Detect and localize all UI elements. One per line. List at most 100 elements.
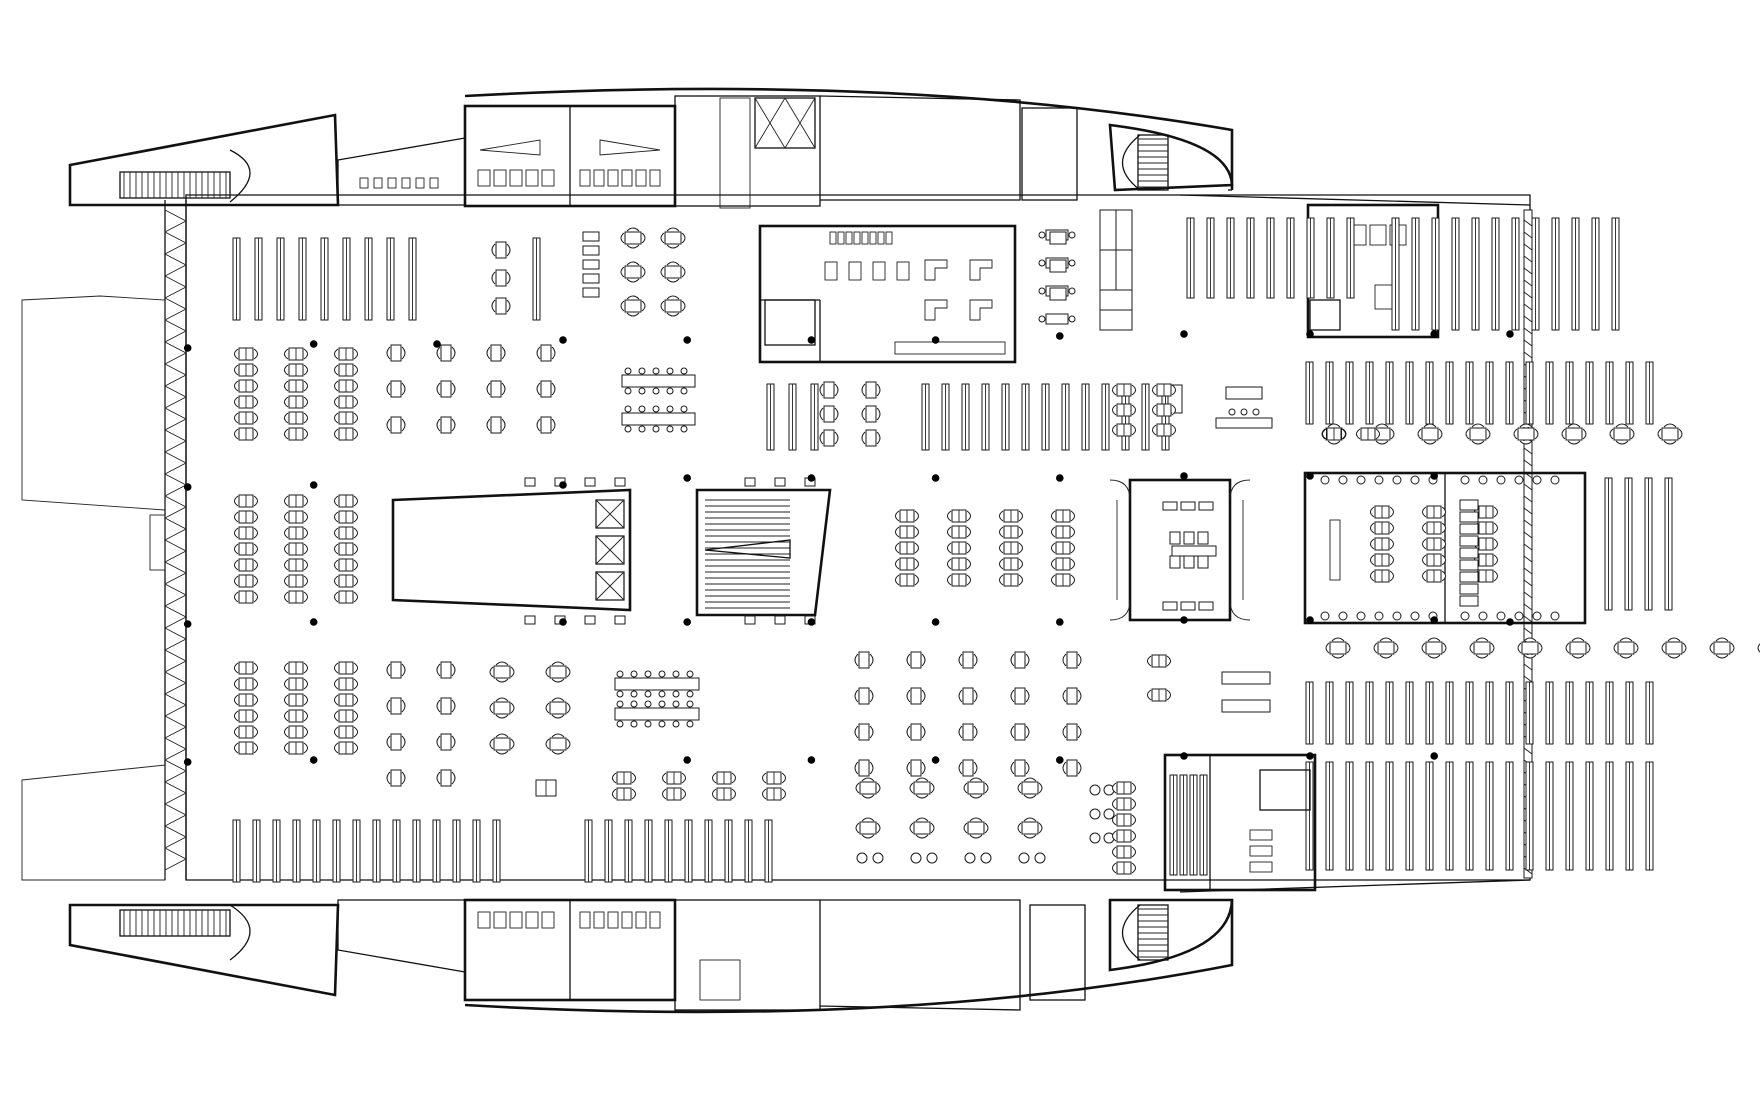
shelf-range [1266, 217, 1275, 299]
carrel-pair [947, 541, 971, 555]
chair-e [510, 738, 515, 750]
chair-left [819, 431, 824, 445]
chair [680, 425, 688, 433]
carrel-pair [1422, 569, 1446, 583]
chair-s [666, 278, 680, 283]
column [559, 618, 567, 626]
shelf-range [1405, 361, 1414, 425]
shelf-block [1115, 209, 1133, 251]
lounge-seat [1103, 808, 1115, 820]
carrel-pair [334, 379, 358, 393]
long-table [614, 707, 700, 721]
chair [1532, 611, 1542, 621]
carrel-pair [1112, 829, 1136, 843]
shelf-range [1411, 217, 1420, 331]
chair-right [253, 726, 258, 738]
east-mullion [1523, 351, 1533, 359]
chair-right [914, 558, 919, 570]
chair-left [486, 382, 491, 396]
lounge-chair [964, 852, 976, 864]
chair-left [334, 495, 339, 507]
chair-e [1490, 642, 1495, 654]
chair-right [551, 346, 556, 360]
chair-right [253, 495, 258, 507]
east-mullion [1523, 267, 1533, 275]
shelf-range [1485, 681, 1494, 745]
workstation [1369, 224, 1387, 246]
toilet-stall [525, 911, 539, 929]
chair-e [984, 782, 989, 794]
carrel-pair [999, 573, 1023, 587]
east-mullion [1523, 519, 1533, 527]
south-office-suite [1163, 753, 1317, 892]
chair-left [284, 543, 289, 555]
shelf-range [1365, 361, 1374, 425]
south-service-core [68, 898, 1234, 1011]
table-top [440, 344, 452, 362]
chair-right [1025, 725, 1030, 739]
lounge-seat [926, 852, 938, 864]
chair-left [1422, 554, 1427, 566]
column [559, 336, 567, 344]
chair-right [1389, 554, 1394, 566]
chair [1320, 475, 1330, 485]
chair [1460, 475, 1470, 485]
east-mullion [1523, 303, 1533, 311]
carrel-pair [947, 573, 971, 587]
table-top [440, 416, 452, 434]
carrel-pair [284, 411, 308, 425]
chair-s [1619, 654, 1633, 659]
chair-s [1327, 440, 1341, 445]
reading-table-4 [1417, 423, 1443, 445]
chair [1514, 611, 1524, 621]
table-top [865, 381, 877, 399]
reading-table [436, 697, 456, 715]
carrel-pair [999, 525, 1023, 539]
facade-mullion [164, 781, 187, 805]
chair-left [999, 558, 1004, 570]
chair [686, 670, 694, 678]
chair-left [334, 396, 339, 408]
reading-table [1010, 651, 1030, 669]
chair-right [1131, 798, 1136, 810]
file-cabinet [885, 231, 893, 245]
reading-table [819, 381, 839, 399]
table-top [549, 665, 567, 679]
shelf-range [1465, 361, 1474, 425]
chair-right [1171, 384, 1176, 396]
toilet-stall [541, 169, 555, 187]
reading-table [854, 687, 874, 705]
chair-right [1131, 814, 1136, 826]
reading-table [958, 759, 978, 777]
east-mullion [1523, 747, 1533, 755]
chair-left [491, 299, 496, 313]
study-table [1162, 501, 1178, 511]
chair-left [334, 527, 339, 539]
carrel-pair [1051, 525, 1075, 539]
chair [1532, 475, 1542, 485]
atrium-void [391, 488, 632, 612]
chair-n [969, 777, 983, 782]
chair-s [551, 714, 565, 719]
reading-table-4 [1565, 637, 1591, 659]
stair-flight [119, 909, 231, 937]
chair-right [921, 725, 926, 739]
chair-right [1441, 522, 1446, 534]
chair-n [1715, 637, 1729, 642]
shelf-block [1459, 511, 1479, 523]
elevator-shaft [754, 97, 816, 149]
carrel-pair [1112, 383, 1136, 397]
reading-table-4 [545, 697, 571, 719]
chair [680, 405, 688, 413]
table-top [390, 697, 402, 715]
chair-left [958, 761, 963, 775]
chair-e [1682, 642, 1687, 654]
east-mullion [1523, 219, 1533, 227]
chair [1496, 475, 1506, 485]
chair-right [914, 542, 919, 554]
chair-s [1331, 654, 1345, 659]
north-service-core [68, 95, 1234, 209]
column [183, 758, 192, 766]
column [1180, 616, 1188, 624]
chair-right [1341, 428, 1346, 440]
